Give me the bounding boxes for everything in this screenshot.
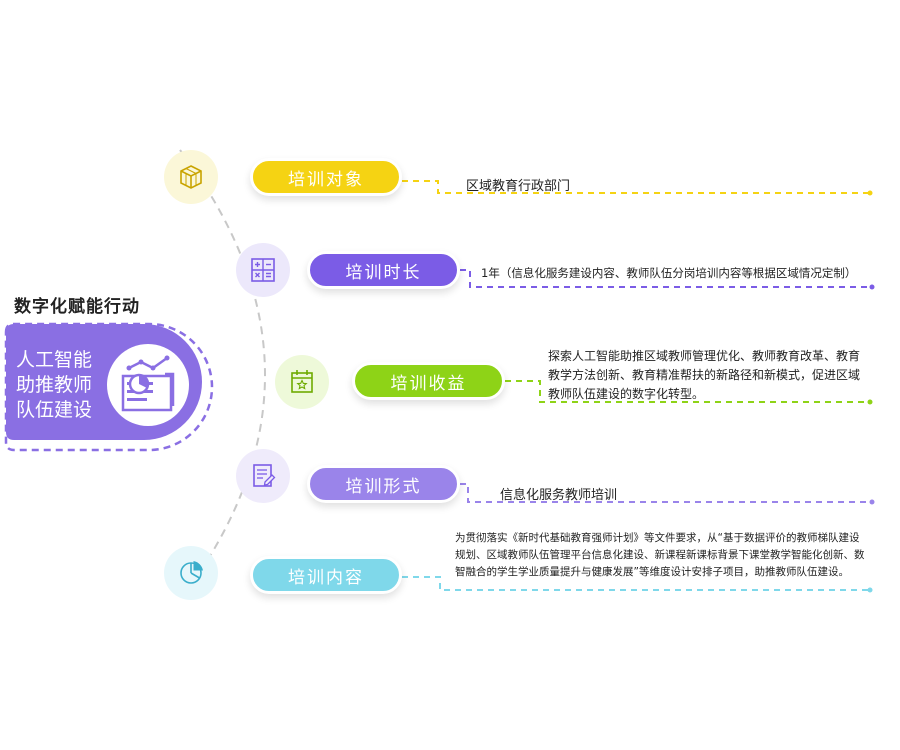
item-3-desc: 探索人工智能助推区域教师管理优化、教师教育改革、教育教学方法创新、教育精准帮扶的… [548, 349, 861, 401]
item-2-desc: 1年（信息化服务建设内容、教师队伍分岗培训内容等根据区域情况定制） [481, 266, 857, 280]
connector-5 [402, 576, 873, 593]
main-title: 数字化赋能行动 [14, 297, 140, 317]
connector-4 [460, 483, 875, 505]
item-4-desc: 信息化服务教师培训 [500, 488, 618, 503]
calculator-icon [236, 243, 290, 297]
document-edit-icon [236, 449, 290, 503]
item-3-label: 培训收益 [352, 362, 505, 400]
connector-1 [402, 180, 873, 196]
item-4-label: 培训形式 [307, 465, 460, 503]
connector-3 [505, 380, 873, 405]
cube-icon [164, 150, 218, 204]
item-1-desc: 区域教育行政部门 [466, 179, 571, 194]
item-2-label: 培训时长 [307, 251, 460, 289]
hero-card: 人工智能 助推教师 队伍建设 [4, 322, 214, 452]
pie-chart-icon [164, 546, 218, 600]
connector-2 [460, 269, 875, 290]
calendar-star-icon [275, 355, 329, 409]
report-chart-icon [107, 344, 189, 426]
item-5-desc: 为贯彻落实《新时代基础教育强师计划》等文件要求，从“基于数据评价的教师梯队建设规… [455, 532, 865, 578]
timeline-arc [179, 149, 266, 601]
hero-text: 人工智能 助推教师 队伍建设 [16, 349, 93, 421]
item-5-label: 培训内容 [250, 556, 402, 594]
item-1-label: 培训对象 [250, 158, 402, 196]
